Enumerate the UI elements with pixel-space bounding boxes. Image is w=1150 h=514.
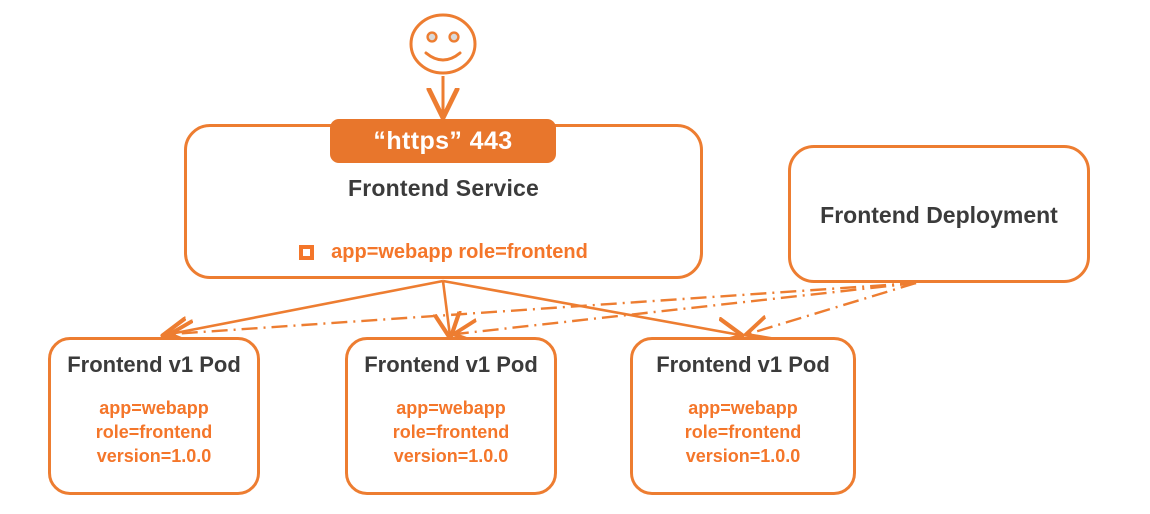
- frontend-service-title: Frontend Service: [347, 175, 540, 201]
- frontend-pod-2[interactable]: Frontend v1 Pod app=webapp role=frontend…: [345, 337, 557, 495]
- pod-label-version: version=1.0.0: [685, 445, 801, 466]
- service-selector-text: app=webapp role=frontend: [331, 241, 588, 263]
- edge-service-to-pod-1: [165, 279, 444, 335]
- edge-deployment-to-pod-3: [748, 281, 917, 334]
- frontend-pod-3[interactable]: Frontend v1 Pod app=webapp role=frontend…: [630, 337, 856, 495]
- pod-label-role: role=frontend: [684, 421, 802, 442]
- pod-title: Frontend v1 Pod: [364, 352, 538, 377]
- pod-title: Frontend v1 Pod: [67, 352, 241, 377]
- pod-label-app: app=webapp: [99, 398, 209, 418]
- frontend-deployment-title: Frontend Deployment: [820, 202, 1058, 228]
- selector-square-icon: [299, 245, 315, 260]
- service-selector-row: app=webapp role=frontend: [187, 241, 700, 264]
- pod-label-role: role=frontend: [392, 421, 510, 442]
- pod-label-version: version=1.0.0: [96, 445, 212, 466]
- pod-labels: app=webapp role=frontend version=1.0.0: [348, 397, 554, 469]
- pod-label-role: role=frontend: [95, 421, 213, 442]
- smiley-face-icon: [409, 13, 477, 75]
- pod-labels: app=webapp role=frontend version=1.0.0: [51, 397, 257, 469]
- edge-deployment-to-pod-1: [172, 281, 917, 334]
- edge-deployment-to-pod-2: [456, 281, 917, 334]
- frontend-pod-1[interactable]: Frontend v1 Pod app=webapp role=frontend…: [48, 337, 260, 495]
- service-port-badge[interactable]: “https” 443: [330, 119, 556, 163]
- pod-label-version: version=1.0.0: [393, 445, 509, 466]
- edge-service-to-pod-3: [442, 279, 740, 335]
- frontend-deployment-node[interactable]: Frontend Deployment: [788, 145, 1090, 283]
- pod-label-app: app=webapp: [688, 398, 798, 418]
- edge-service-to-pod-2: [443, 280, 450, 336]
- pod-labels: app=webapp role=frontend version=1.0.0: [633, 397, 853, 469]
- pod-label-app: app=webapp: [396, 398, 506, 418]
- pod-title: Frontend v1 Pod: [656, 352, 830, 377]
